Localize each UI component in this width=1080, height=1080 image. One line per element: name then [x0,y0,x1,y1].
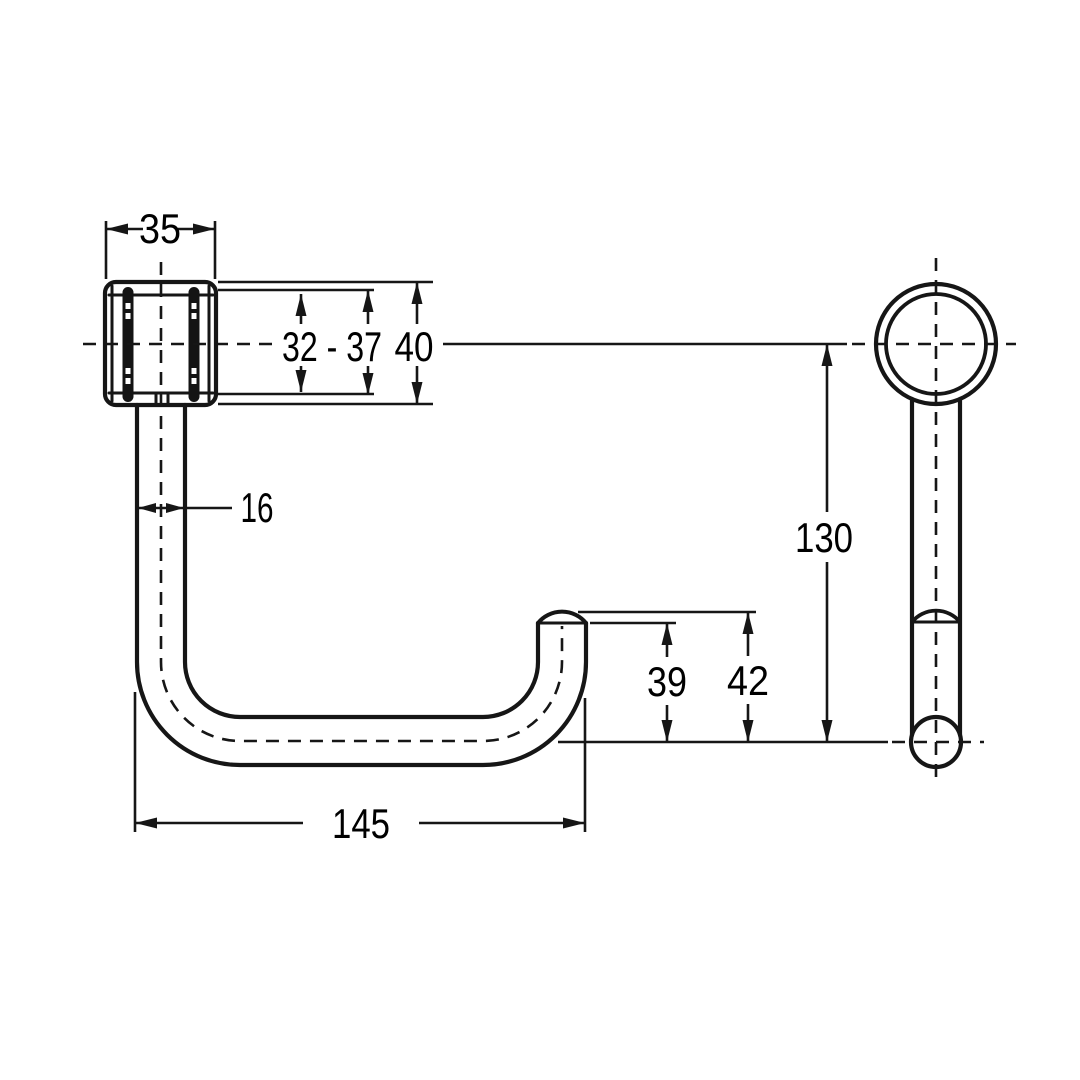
arrowhead-up [821,344,833,366]
dimension-tip-height: 42 [578,610,769,742]
dimension-overall-height: 130 [795,344,853,742]
arrowhead-up [661,623,673,645]
arrowhead-left [106,223,128,235]
dimension-clamp-heights: 32 - 37 40 [218,280,847,406]
hook-tip-cap [536,609,588,625]
arrowhead-right [166,503,184,513]
dimension-label-39: 39 [647,658,687,705]
dimensions: 35 32 - 37 40 [104,205,888,847]
arrowhead-left [138,503,156,513]
screw-slot-notches [125,303,197,384]
arrowhead-up [362,290,374,312]
arrowhead-left [135,817,157,829]
arrowhead-down [295,370,307,392]
dimension-overall-depth: 145 [133,692,587,847]
arrowhead-right [563,817,585,829]
hook-centerline [159,262,564,743]
dimension-label-145: 145 [332,800,390,847]
dimension-label-42: 42 [727,657,769,704]
arrowhead-up [742,612,754,634]
arrowhead-down [411,382,423,404]
dimension-label-32-37: 32 - 37 [282,323,382,370]
dimension-tip-rise: 39 [590,621,687,742]
dimension-label-40: 40 [395,323,434,370]
dimension-label-130: 130 [795,514,853,561]
arrowhead-right [193,223,215,235]
arrowhead-up [295,294,307,316]
hook-inner-edge [182,402,541,720]
arrowhead-down [821,720,833,742]
arrowhead-down [661,720,673,742]
dimension-clamp-width: 35 [104,205,217,279]
dimension-tube-diameter: 16 [138,484,274,531]
arrowhead-up [411,282,423,304]
hook-outer-edge [134,402,589,768]
dimension-label-16: 16 [241,484,274,531]
dimension-label-35: 35 [139,205,181,252]
arrowhead-down [362,373,374,395]
centerlines [83,258,1016,786]
arrowhead-down [742,720,754,742]
